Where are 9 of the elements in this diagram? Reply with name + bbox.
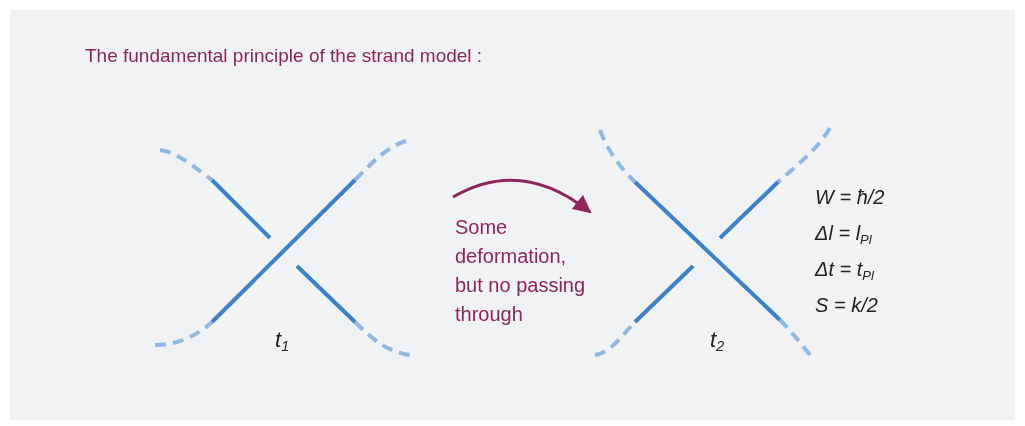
equation: S = k/2 xyxy=(815,294,878,317)
title: The fundamental principle of the strand model : xyxy=(85,45,483,67)
time-label: t$_{2}$ xyxy=(710,327,725,355)
equation: Δt = t$_{Pl}$ xyxy=(815,258,874,283)
time-label: t$_{1}$ xyxy=(275,327,290,355)
equation: W = ħ/2 xyxy=(815,186,885,209)
curved-arrow xyxy=(452,178,592,214)
edge-label: Some deformation, but no passing through xyxy=(455,215,587,327)
equation: Δl = l$_{Pl}$ xyxy=(815,222,872,247)
